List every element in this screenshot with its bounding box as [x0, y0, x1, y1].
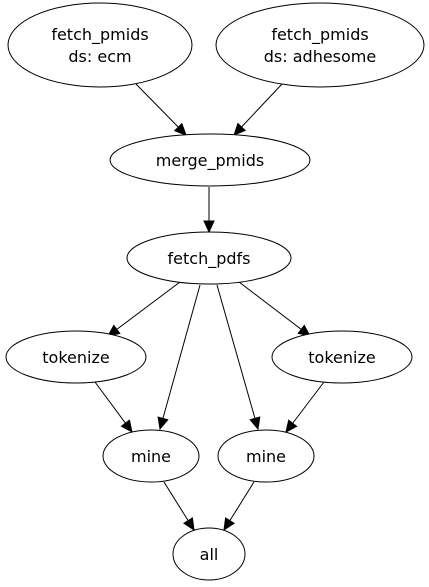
- node-label: fetch_pmids: [51, 25, 148, 45]
- edge-fetch_pmids_adhesome-to-merge_pmids: [233, 83, 283, 136]
- edge-line: [94, 381, 126, 424]
- node-merge_pmids: merge_pmids: [109, 133, 311, 187]
- node-label: tokenize: [308, 348, 375, 367]
- node-ellipse: [215, 2, 425, 88]
- edge-mine_2-to-all: [223, 481, 255, 532]
- node-fetch_pmids_ecm: fetch_pmids ds: ecm: [7, 2, 193, 88]
- arrowhead-icon: [233, 122, 247, 136]
- arrowhead-icon: [120, 419, 133, 433]
- arrowhead-icon: [203, 220, 215, 234]
- node-ellipse: [7, 2, 193, 88]
- node-fetch_pmids_adhesome: fetch_pmids ds: adhesome: [215, 2, 425, 88]
- node-ellipse: [172, 527, 246, 581]
- edge-tokenize_2-to-mine_2: [285, 381, 325, 433]
- node-label: fetch_pmids: [271, 25, 368, 45]
- arrowhead-icon: [183, 517, 195, 532]
- edge-line: [162, 284, 201, 419]
- arrowhead-icon: [223, 517, 235, 532]
- node-mine_2: mine: [217, 429, 315, 483]
- edge-line: [241, 83, 283, 128]
- node-label: tokenize: [42, 348, 109, 367]
- node-ellipse: [102, 429, 200, 483]
- node-mine_1: mine: [102, 429, 200, 483]
- node-ellipse: [5, 330, 147, 384]
- node-tokenize_2: tokenize: [271, 330, 413, 384]
- node-label: merge_pmids: [156, 151, 264, 171]
- edge-fetch_pdfs-to-tokenize_2: [238, 281, 311, 337]
- node-label: fetch_pdfs: [168, 249, 251, 269]
- node-tokenize_1: tokenize: [5, 330, 147, 384]
- edge-fetch_pmids_ecm-to-merge_pmids: [135, 83, 187, 136]
- edge-mine_1-to-all: [163, 481, 195, 532]
- node-ellipse: [217, 429, 315, 483]
- arrowhead-icon: [249, 416, 261, 431]
- edge-fetch_pdfs-to-mine_1: [157, 284, 201, 431]
- edge-line: [229, 481, 255, 521]
- node-sublabel: ds: adhesome: [264, 47, 376, 66]
- node-all: all: [172, 527, 246, 581]
- edge-line: [216, 284, 256, 419]
- node-label: mine: [246, 447, 286, 466]
- node-label: mine: [131, 447, 171, 466]
- arrowhead-icon: [285, 419, 298, 433]
- node-label: all: [200, 545, 219, 564]
- arrowhead-icon: [173, 122, 187, 136]
- edge-line: [292, 381, 325, 424]
- node-ellipse: [126, 231, 292, 285]
- edge-line: [163, 481, 189, 521]
- edge-merge_pmids-to-fetch_pdfs: [203, 187, 215, 234]
- edge-line: [135, 83, 179, 128]
- node-sublabel: ds: ecm: [68, 47, 131, 66]
- edge-line: [238, 281, 302, 330]
- nodes-layer: fetch_pmids ds: ecm fetch_pmids ds: adhesom…: [5, 2, 425, 581]
- edge-fetch_pdfs-to-mine_2: [216, 284, 261, 431]
- arrowhead-icon: [157, 416, 169, 431]
- edge-tokenize_1-to-mine_1: [94, 381, 133, 433]
- node-ellipse: [271, 330, 413, 384]
- edge-line: [116, 281, 181, 330]
- node-ellipse: [109, 133, 311, 187]
- edge-fetch_pdfs-to-tokenize_1: [107, 281, 181, 337]
- node-fetch_pdfs: fetch_pdfs: [126, 231, 292, 285]
